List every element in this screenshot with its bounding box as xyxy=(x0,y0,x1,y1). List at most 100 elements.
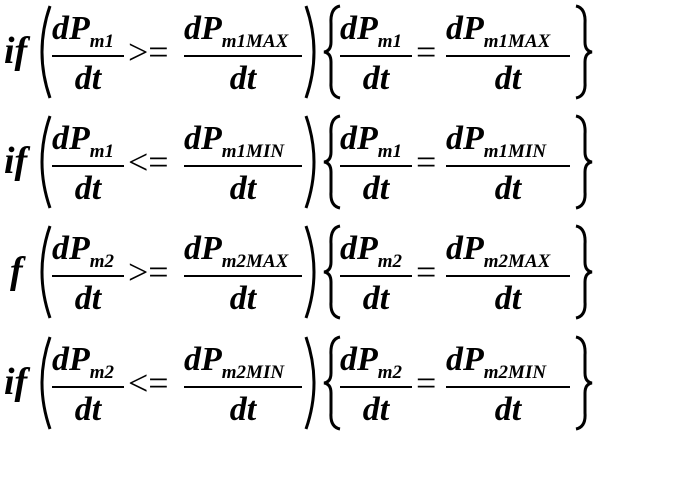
numerator-text: dP xyxy=(184,230,222,267)
fraction-numerator: dPm2 xyxy=(340,230,402,272)
right-brace xyxy=(575,114,593,210)
subscript: m2MAX xyxy=(221,251,289,272)
fraction-numerator: dPm2 xyxy=(340,341,402,383)
equals-operator: = xyxy=(416,363,437,403)
numerator-text: dP xyxy=(446,10,484,47)
right-brace xyxy=(575,335,593,431)
numerator-text: dP xyxy=(184,341,222,378)
fraction-denominator: dt xyxy=(229,391,257,428)
fraction-denominator: dt xyxy=(362,280,390,317)
fraction-denominator: dt xyxy=(362,60,390,97)
numerator-text: dP xyxy=(52,10,90,47)
numerator-text: dP xyxy=(340,120,378,157)
fraction-bar xyxy=(446,55,570,57)
fraction-bar xyxy=(446,275,570,277)
fraction-numerator: dPm2 xyxy=(52,230,114,272)
subscript: m2 xyxy=(89,251,115,272)
subscript: m1MIN xyxy=(221,141,285,162)
left-paren xyxy=(40,336,52,430)
comparator-operator: >= xyxy=(128,32,169,72)
if-keyword: f xyxy=(10,250,23,292)
subscript: m1MAX xyxy=(221,31,289,52)
left-paren xyxy=(40,225,52,319)
left-paren xyxy=(40,115,52,209)
fraction-numerator: dPm1 xyxy=(52,10,114,52)
numerator-text: dP xyxy=(446,120,484,157)
fraction-numerator: dPm2MAX xyxy=(184,230,288,272)
subscript: m2 xyxy=(377,251,403,272)
equals-operator: = xyxy=(416,142,437,182)
numerator-text: dP xyxy=(184,120,222,157)
comparator-operator: <= xyxy=(128,363,169,403)
fraction-bar xyxy=(52,55,124,57)
fraction-numerator: dPm1MAX xyxy=(446,10,550,52)
equals-operator: = xyxy=(416,32,437,72)
fraction-bar xyxy=(446,386,570,388)
numerator-text: dP xyxy=(446,230,484,267)
right-brace xyxy=(575,224,593,320)
fraction-bar xyxy=(52,386,124,388)
fraction-denominator: dt xyxy=(229,280,257,317)
subscript: m1 xyxy=(377,31,403,52)
comparator-operator: <= xyxy=(128,142,169,182)
numerator-text: dP xyxy=(340,341,378,378)
fraction-denominator: dt xyxy=(494,60,522,97)
fraction-bar xyxy=(184,275,302,277)
subscript: m1MAX xyxy=(483,31,551,52)
comparator-operator: >= xyxy=(128,252,169,292)
numerator-text: dP xyxy=(52,230,90,267)
if-keyword: if xyxy=(4,30,28,72)
right-paren xyxy=(304,5,316,99)
subscript: m1 xyxy=(89,31,115,52)
left-brace xyxy=(323,335,341,431)
subscript: m2 xyxy=(89,362,115,383)
left-brace xyxy=(323,4,341,100)
if-keyword: if xyxy=(4,140,28,182)
fraction-denominator: dt xyxy=(74,280,102,317)
fraction-numerator: dPm2MIN xyxy=(184,341,284,383)
fraction-bar xyxy=(340,165,412,167)
numerator-text: dP xyxy=(52,341,90,378)
fraction-bar xyxy=(340,55,412,57)
left-brace xyxy=(323,224,341,320)
subscript: m1 xyxy=(89,141,115,162)
subscript: m2 xyxy=(377,362,403,383)
subscript: m2MIN xyxy=(483,362,547,383)
fraction-bar xyxy=(446,165,570,167)
fraction-bar xyxy=(52,165,124,167)
numerator-text: dP xyxy=(340,10,378,47)
fraction-numerator: dPm1 xyxy=(340,10,402,52)
fraction-numerator: dPm2 xyxy=(52,341,114,383)
subscript: m2MAX xyxy=(483,251,551,272)
fraction-numerator: dPm1MIN xyxy=(446,120,546,162)
fraction-denominator: dt xyxy=(494,170,522,207)
fraction-bar xyxy=(184,55,302,57)
right-paren xyxy=(304,225,316,319)
left-brace xyxy=(323,114,341,210)
numerator-text: dP xyxy=(52,120,90,157)
right-brace xyxy=(575,4,593,100)
fraction-bar xyxy=(184,386,302,388)
fraction-denominator: dt xyxy=(74,170,102,207)
fraction-denominator: dt xyxy=(494,391,522,428)
subscript: m2MIN xyxy=(221,362,285,383)
fraction-bar xyxy=(340,275,412,277)
fraction-denominator: dt xyxy=(362,391,390,428)
fraction-denominator: dt xyxy=(362,170,390,207)
fraction-denominator: dt xyxy=(229,170,257,207)
fraction-numerator: dPm2MAX xyxy=(446,230,550,272)
fraction-denominator: dt xyxy=(229,60,257,97)
fraction-numerator: dPm1MAX xyxy=(184,12,288,52)
fraction-denominator: dt xyxy=(74,391,102,428)
fraction-bar xyxy=(340,386,412,388)
equals-operator: = xyxy=(416,252,437,292)
subscript: m1 xyxy=(377,141,403,162)
fraction-numerator: dPm1 xyxy=(52,120,114,162)
numerator-text: dP xyxy=(340,230,378,267)
fraction-numerator: dPm2MIN xyxy=(446,343,546,383)
left-paren xyxy=(40,5,52,99)
